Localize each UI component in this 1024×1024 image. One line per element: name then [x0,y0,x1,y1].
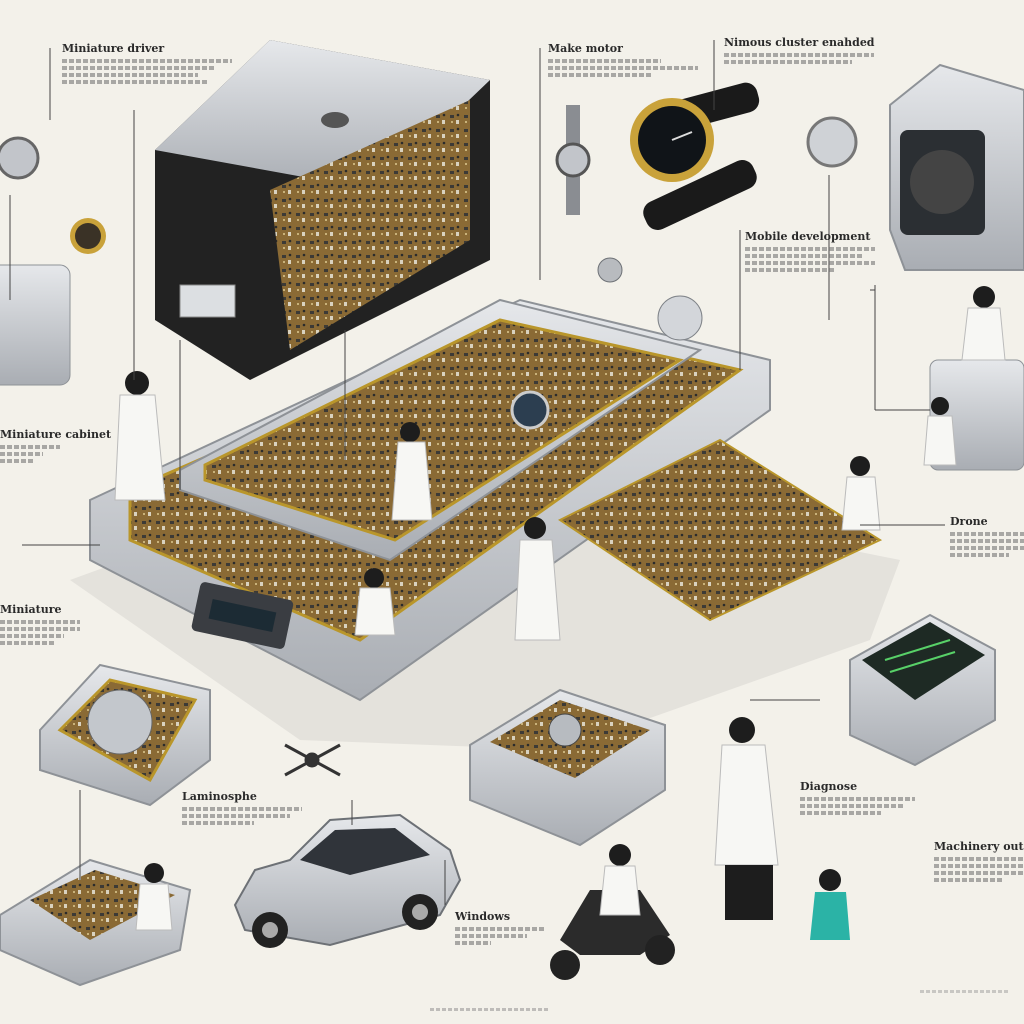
label-title: Diagnose [800,780,858,793]
label-title: Mobile development [745,230,871,243]
label-make-motor: Make motor [548,42,698,80]
gold-watch [630,82,760,231]
label-miniature-driver: Miniature driver [62,42,232,87]
left-watches [0,136,106,254]
left-heater [0,264,71,386]
scooter [550,890,675,980]
leader-lines [9,40,945,905]
label-title: Miniature cabinet [0,428,112,441]
label-title: Make motor [548,42,623,55]
pocket-watch [806,116,858,168]
drone [284,743,341,777]
label-miniature-cabinet: Miniature cabinet [0,428,112,466]
label-title: Windows [455,910,511,923]
label-laminosphe: Laminosphe [182,790,302,828]
footer-caption [430,1008,550,1011]
label-title: Nimous cluster enahded [724,36,875,49]
cube-clock [889,63,1024,271]
label-title: Miniature [0,603,62,616]
label-miniature: Miniature [0,603,80,648]
label-title: Miniature driver [62,42,165,55]
label-title: Drone [950,515,988,528]
label-nimous-cluster: Nimous cluster enahded [724,36,875,67]
diagnostic-terminal [849,613,996,767]
label-mobile-development: Mobile development [745,230,875,275]
small-silver-watch [555,105,591,215]
black-server-box [155,40,490,380]
center-module [469,688,666,847]
label-drone: Drone [950,515,1024,560]
label-diagnose: Diagnose [800,780,915,818]
label-title: Machinery outer [934,840,1024,853]
label-title: Laminosphe [182,790,257,803]
label-windows: Windows [455,910,545,948]
car [233,813,462,948]
technicians [114,286,1006,940]
label-machine-outer: Machinery outer [934,840,1024,885]
footer-credit [920,990,1010,993]
miniature-module [39,663,211,807]
